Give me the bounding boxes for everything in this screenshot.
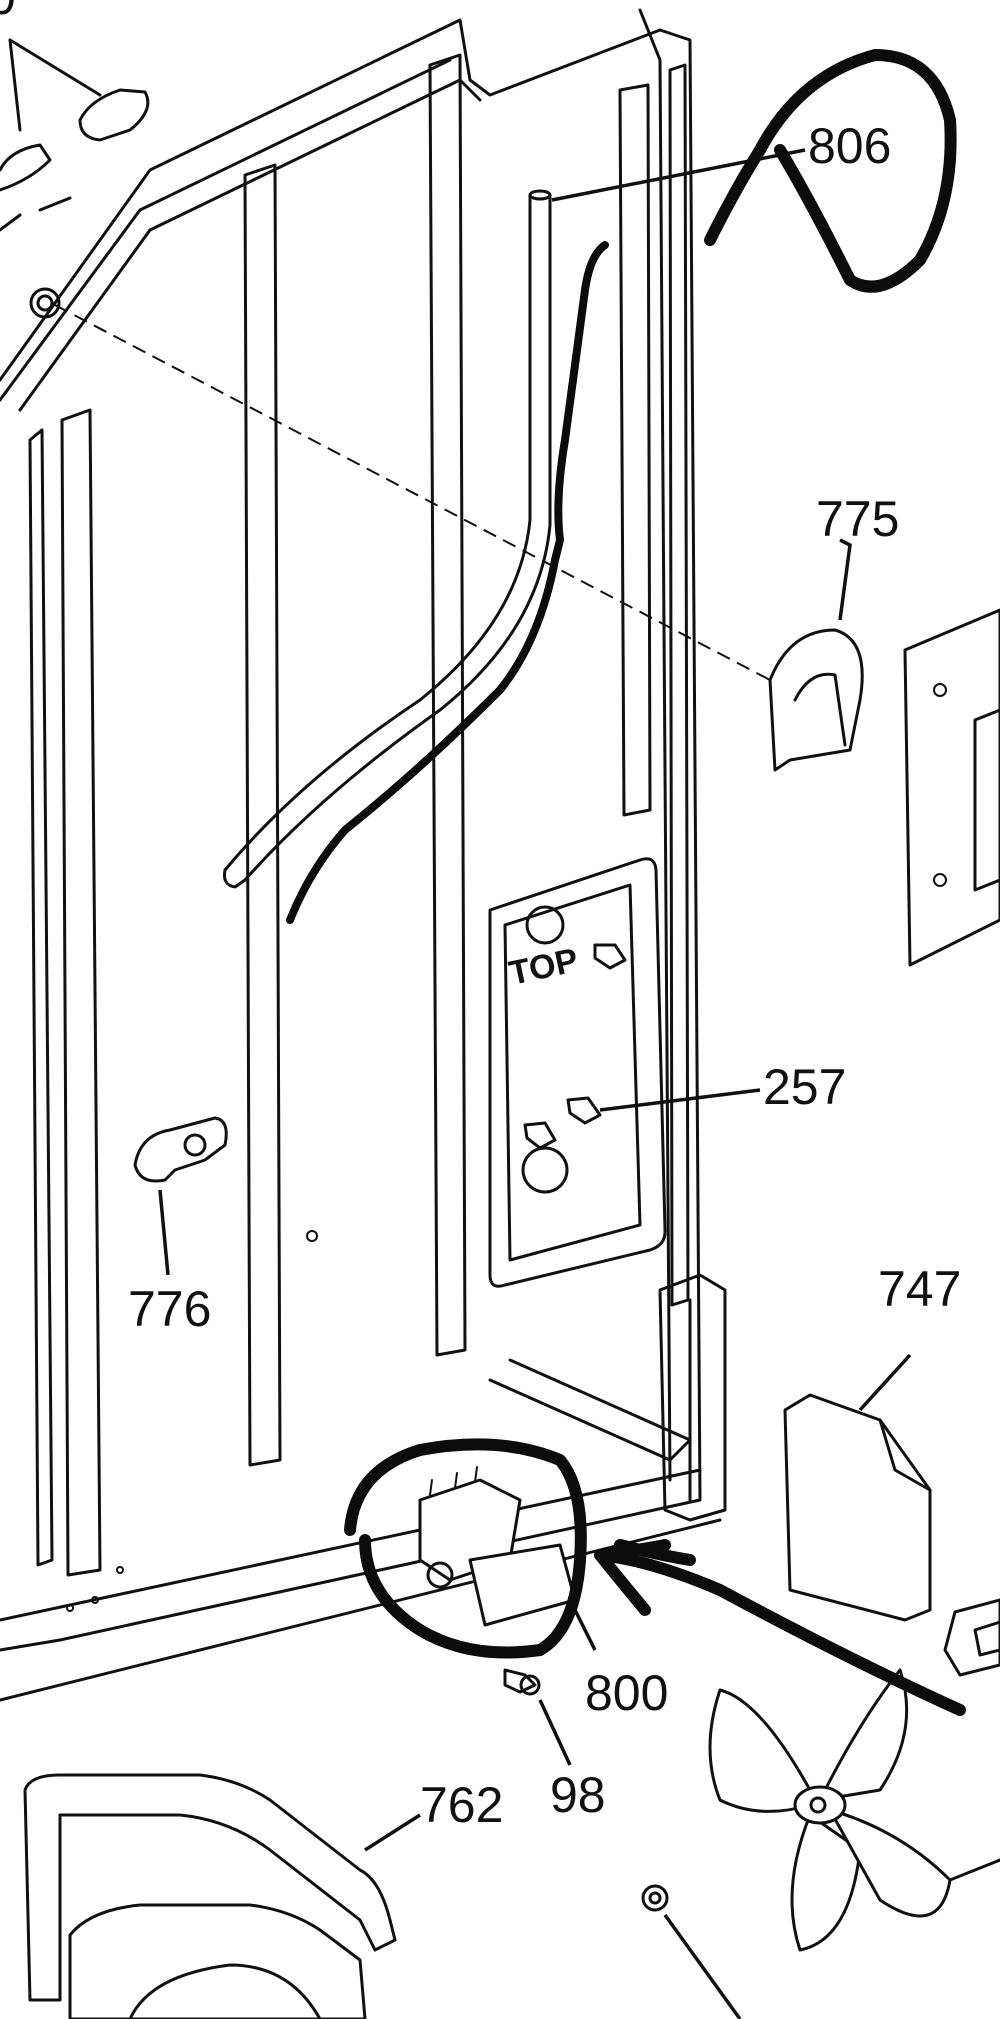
edge-part [943,1598,1000,1677]
cabinet-panel [0,8,722,1702]
part-762-shroud [23,1773,397,2019]
part-775-bracket [768,628,864,772]
callout-partial-top-left: 0 [0,0,16,25]
top-embossed-label: TOP [506,941,582,993]
leader-lines [158,148,912,1852]
circle-806-annotation [704,49,957,293]
callout-775: 775 [816,491,899,547]
access-panel: TOP [488,857,667,1288]
nut [641,1884,742,2019]
callout-98: 98 [550,1767,606,1823]
callout-776: 776 [128,1281,211,1337]
callout-747: 747 [878,1261,961,1317]
lower-frame [488,1273,727,1522]
callout-806: 806 [808,118,891,174]
part-806-tube [223,189,552,889]
fan-blade [708,1668,1000,1952]
circle-800-annotation [344,1438,587,1659]
callout-800: 800 [585,1665,668,1721]
alignment-line [54,304,771,681]
scribble-line-annotation [286,241,609,924]
callout-762: 762 [420,1777,503,1833]
part-747-block [783,1393,932,1622]
hand-annotations [286,49,966,1716]
part-776-clip [133,1116,228,1183]
callout-257: 257 [763,1059,846,1115]
control-board [903,608,1000,967]
callout-labels: 806 775 257 776 747 800 98 762 0 [0,0,961,1833]
part-800-valve [418,1466,577,1627]
arrow-to-800-annotation [594,1539,966,1716]
part-98-screw [503,1668,541,1696]
